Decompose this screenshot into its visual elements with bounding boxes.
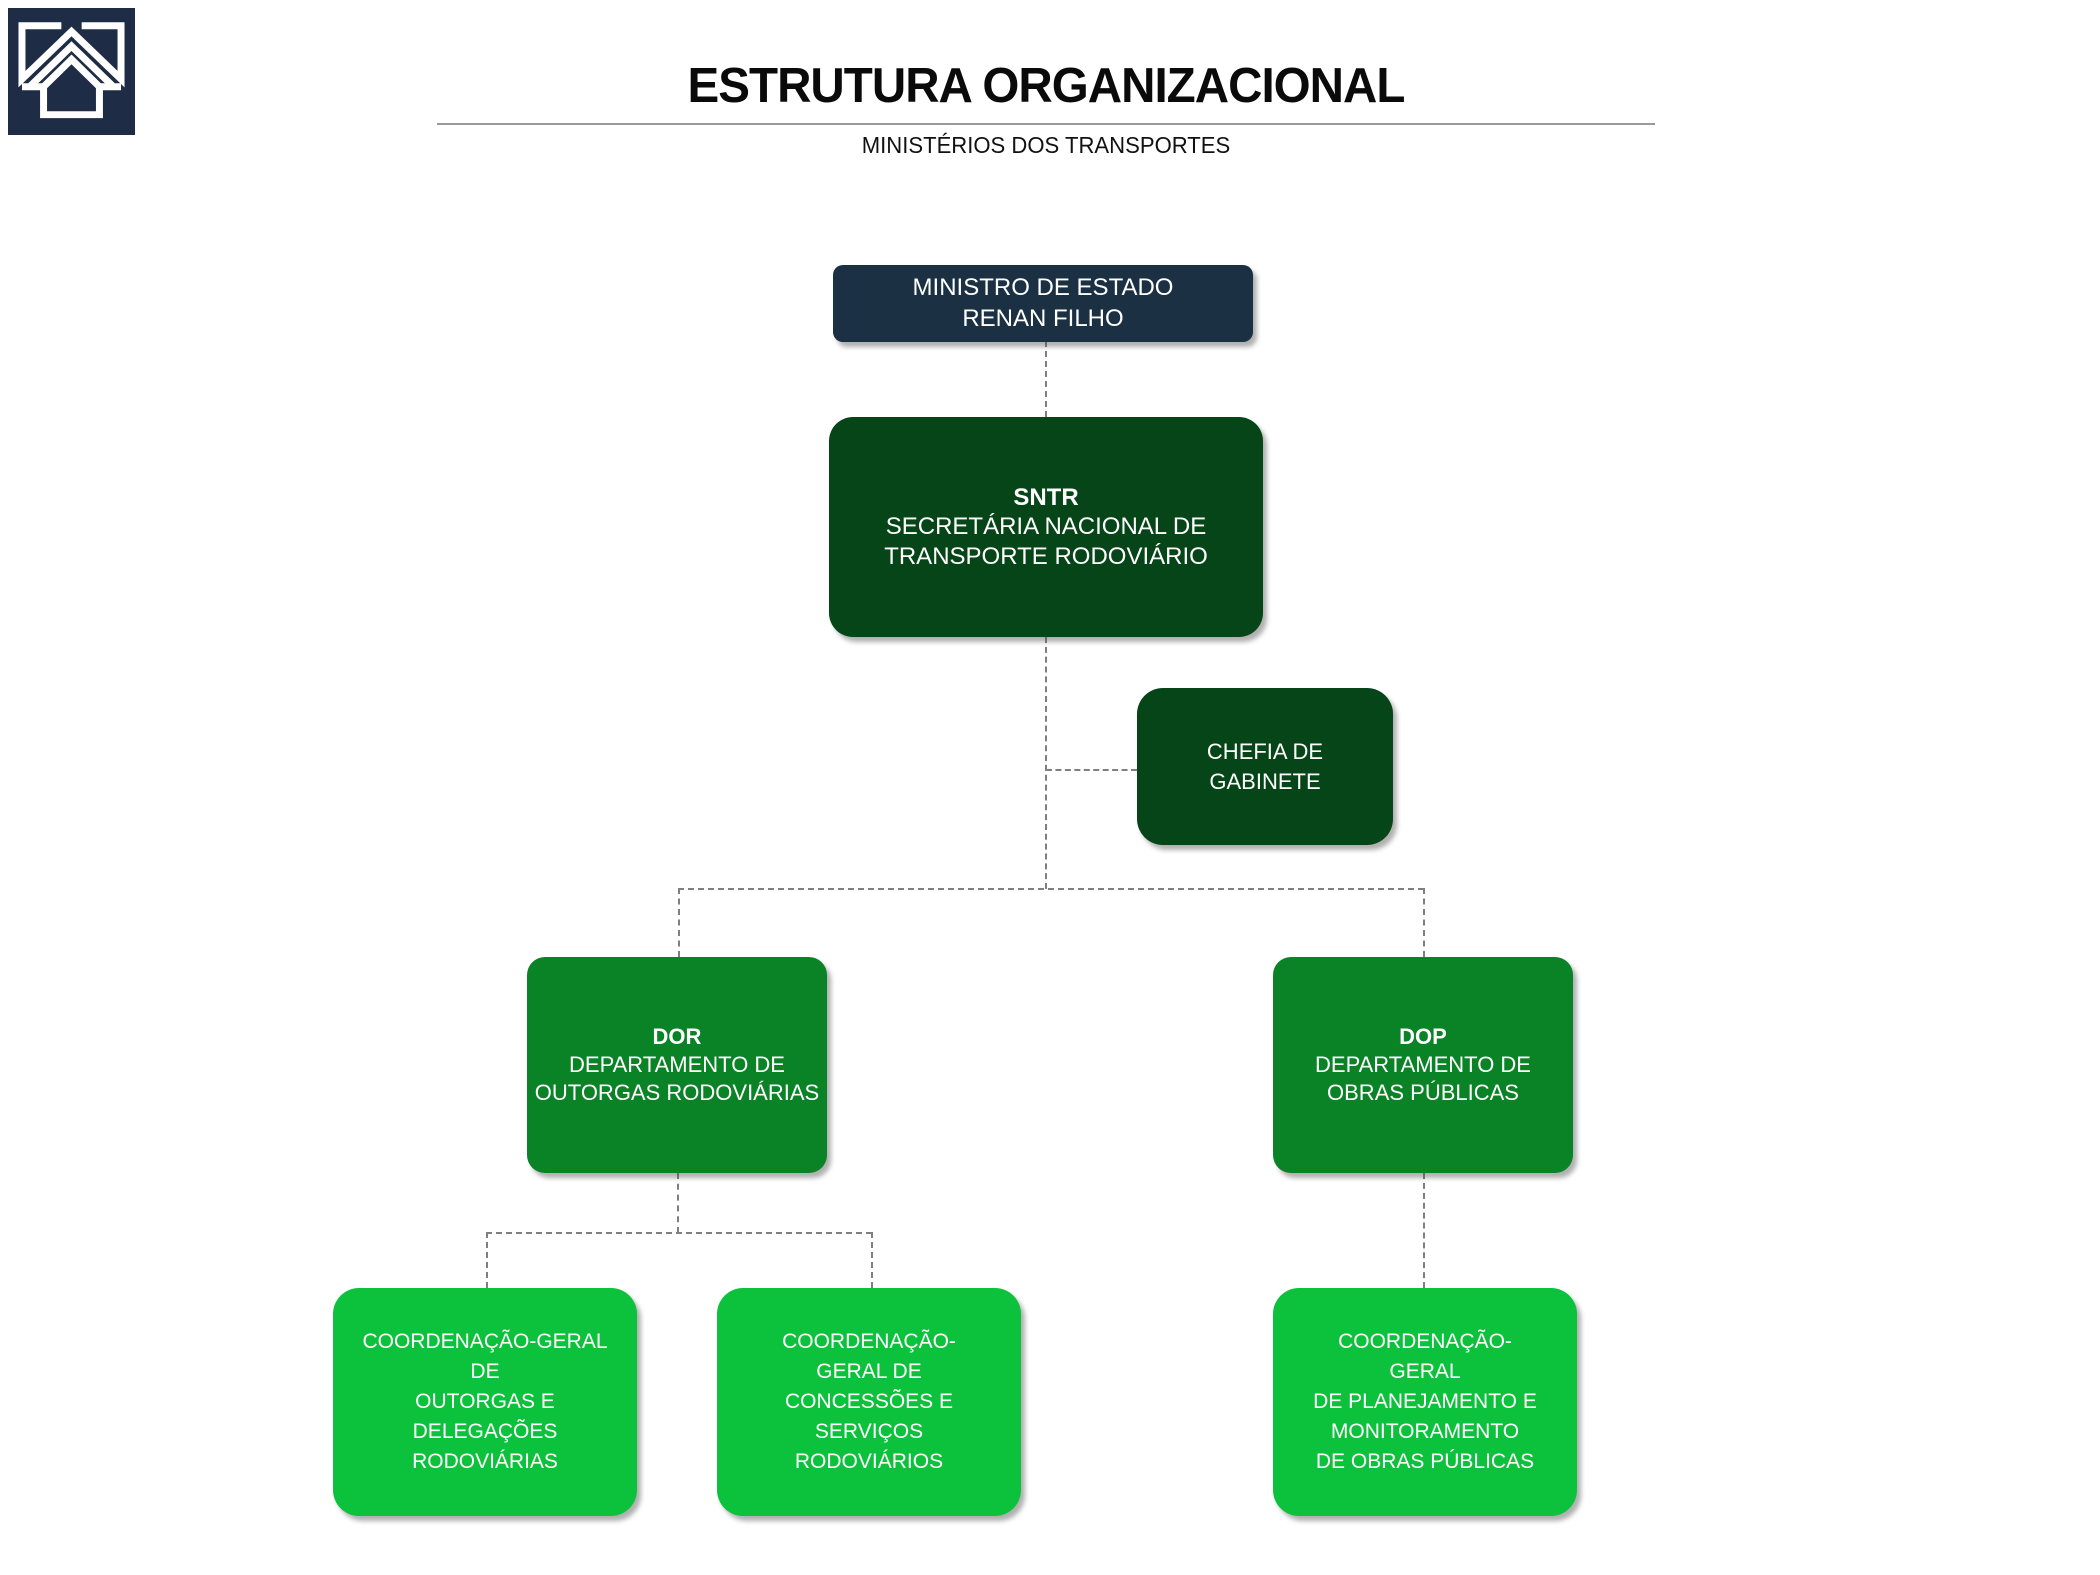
node-acronym: DOP: [1399, 1024, 1447, 1050]
node-line: RODOVIÁRIOS: [794, 1450, 944, 1474]
node-line: DELEGAÇÕES: [412, 1420, 558, 1443]
node-line: DEPARTAMENTO DE: [569, 1052, 785, 1078]
org-node-ministro-de-estado: MINISTRO DE ESTADO RENAN FILHO: [833, 265, 1253, 342]
org-node-chefia-de-gabinete: CHEFIA DE GABINETE: [1137, 688, 1393, 845]
node-line: COORDENAÇÃO-GERAL: [362, 1329, 608, 1353]
connector-drop-cg-concessoes: [871, 1232, 873, 1288]
connector-dop-cg-planejamento: [1423, 1173, 1425, 1288]
node-line: DE PLANEJAMENTO E: [1313, 1389, 1537, 1413]
node-line: OUTORGAS RODOVIÁRIAS: [534, 1079, 820, 1105]
ministry-home-arrow-icon: [8, 8, 135, 135]
node-line: DE OBRAS PÚBLICAS: [1315, 1450, 1535, 1474]
node-acronym: SNTR: [1013, 484, 1079, 512]
connector-departments-crossbar: [678, 888, 1424, 890]
node-line: OBRAS PÚBLICAS: [1327, 1079, 1519, 1105]
node-line: GABINETE: [1209, 768, 1321, 794]
connector-ministro-sntr: [1045, 341, 1047, 417]
connector-chefia-branch: [1046, 769, 1137, 771]
connector-drop-dor: [678, 888, 680, 957]
org-node-cg-concessoes-servicos: COORDENAÇÃO- GERAL DE CONCESSÕES E SERVI…: [717, 1288, 1021, 1516]
node-line: COORDENAÇÃO-: [1338, 1329, 1512, 1353]
node-line: GERAL DE: [816, 1359, 922, 1383]
connector-dor-trunk: [677, 1173, 679, 1233]
node-line: DEPARTAMENTO DE: [1315, 1052, 1531, 1078]
connector-coordinations-crossbar: [486, 1232, 872, 1234]
title-divider: [437, 123, 1655, 125]
page-subtitle: MINISTÉRIOS DOS TRANSPORTES: [861, 132, 1231, 158]
org-node-sntr: SNTR SECRETÁRIA NACIONAL DE TRANSPORTE R…: [829, 417, 1263, 637]
node-acronym: DOR: [652, 1024, 702, 1050]
node-line: TRANSPORTE RODOVIÁRIO: [884, 542, 1208, 570]
org-node-cg-planejamento-monitoramento: COORDENAÇÃO- GERAL DE PLANEJAMENTO E MON…: [1273, 1288, 1577, 1516]
connector-drop-cg-outorgas: [486, 1232, 488, 1288]
node-line: MONITORAMENTO: [1330, 1420, 1520, 1443]
node-line: CHEFIA DE: [1206, 738, 1324, 764]
node-line: MINISTRO DE ESTADO: [912, 274, 1174, 302]
header: ESTRUTURA ORGANIZACIONAL MINISTÉRIOS DOS…: [396, 58, 1696, 159]
node-line: COORDENAÇÃO-: [782, 1329, 956, 1353]
node-line: GERAL: [1389, 1359, 1461, 1383]
node-line: SERVIÇOS: [814, 1420, 924, 1443]
node-line: RODOVIÁRIAS: [412, 1450, 558, 1474]
node-line: OUTORGAS E: [415, 1389, 555, 1413]
node-line: SECRETÁRIA NACIONAL DE: [885, 513, 1207, 541]
page-title: ESTRUTURA ORGANIZACIONAL: [687, 59, 1406, 113]
node-line: DE: [470, 1359, 500, 1383]
connector-drop-dop: [1423, 888, 1425, 957]
node-line: RENAN FILHO: [962, 304, 1124, 332]
connector-sntr-trunk: [1045, 637, 1047, 889]
org-node-dop: DOP DEPARTAMENTO DE OBRAS PÚBLICAS: [1273, 957, 1573, 1173]
org-node-dor: DOR DEPARTAMENTO DE OUTORGAS RODOVIÁRIAS: [527, 957, 827, 1173]
org-node-cg-outorgas-delegacoes: COORDENAÇÃO-GERAL DE OUTORGAS E DELEGAÇÕ…: [333, 1288, 637, 1516]
node-line: CONCESSÕES E: [784, 1389, 954, 1413]
